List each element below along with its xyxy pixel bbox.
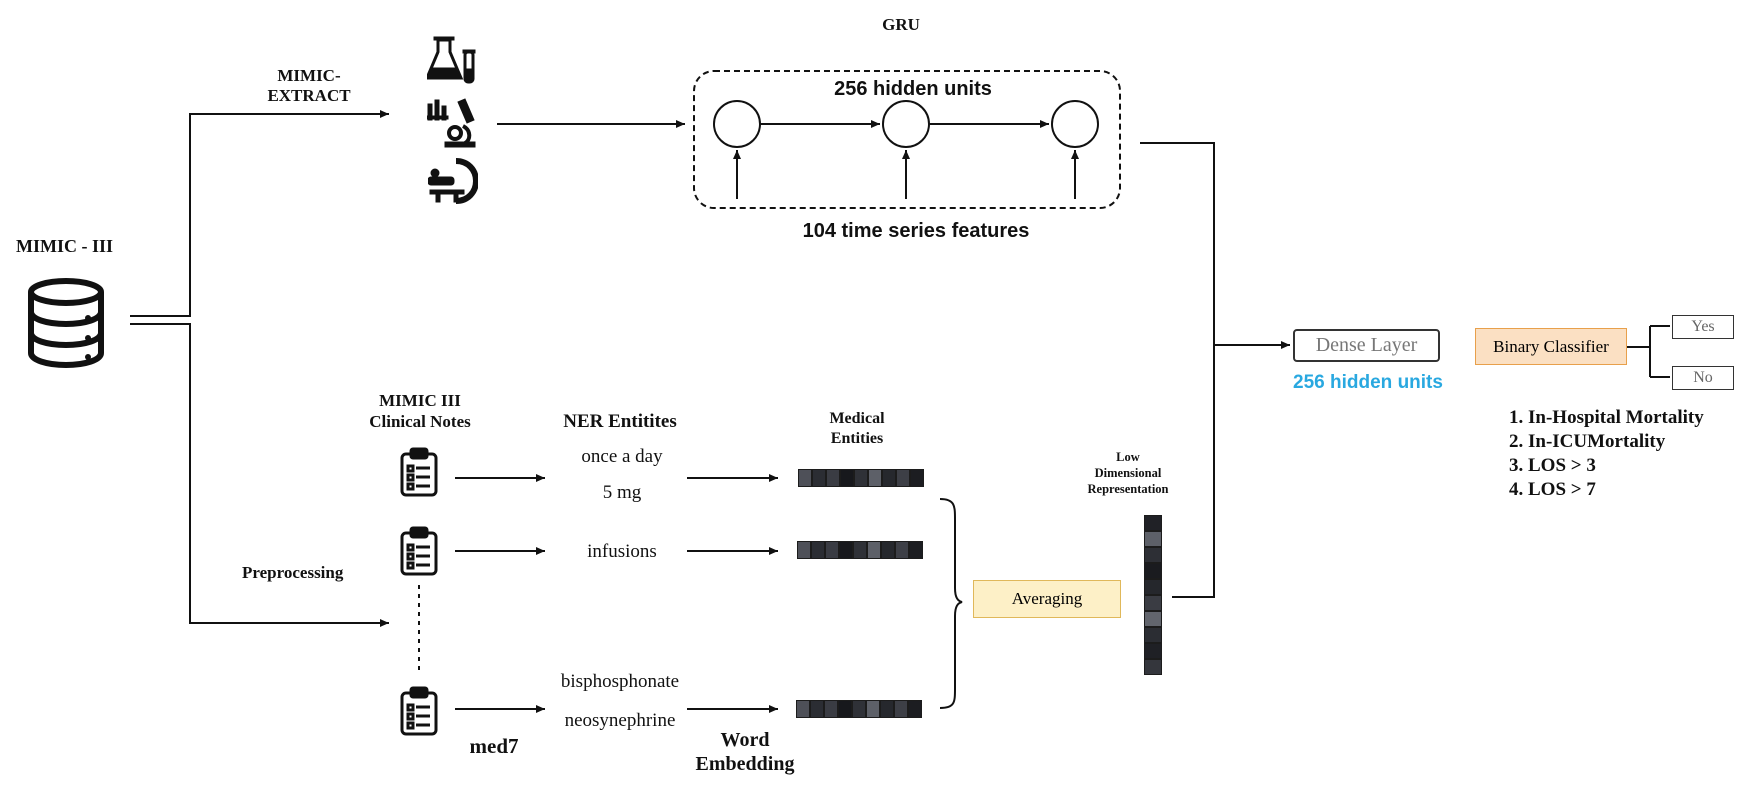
medical-entities-label: Medical Entities: [829, 409, 884, 449]
low-dim-cell: [1144, 563, 1162, 579]
task-item: 2. In-ICUMortality: [1509, 431, 1666, 452]
ner-entity: bisphosphonate: [560, 671, 680, 692]
low-dim-cell: [1144, 627, 1162, 643]
embedding-cell: [867, 541, 881, 559]
low-dim-cell: [1144, 515, 1162, 531]
low-dim-cell: [1144, 531, 1162, 547]
embedding-cell: [868, 469, 882, 487]
word-embedding-text: Word Embedding: [695, 729, 795, 775]
low-dim-vector: [1144, 515, 1162, 675]
embedding-cell: [895, 541, 909, 559]
output-no-box: No: [1672, 366, 1734, 390]
low-dim-cell: [1144, 659, 1162, 675]
embedding-cell: [812, 469, 826, 487]
db-link-lower: [130, 323, 389, 627]
curly-brace: [939, 498, 963, 709]
averaging-label: Averaging: [1011, 589, 1083, 608]
embedding-cell: [909, 541, 923, 559]
embedding-cell: [881, 541, 895, 559]
gru-to-dense: [1140, 142, 1290, 349]
ner-entity: once a day: [581, 446, 663, 467]
source-title: MIMIC - III: [16, 236, 113, 256]
low-dim-label: Low Dimensional Representation: [1087, 449, 1168, 497]
embedding-cell: [880, 700, 894, 718]
dense-hidden-units: 256 hidden units: [1293, 372, 1443, 393]
classifier-split: [1626, 325, 1670, 378]
medical-entities-text: Medical Entities: [829, 410, 885, 447]
preprocessing-label: Preprocessing: [242, 563, 344, 582]
embedding-cell: [908, 700, 922, 718]
lowdim-to-merge: [1172, 345, 1215, 598]
embedding-cell: [810, 700, 824, 718]
dense-layer-label: Dense Layer: [1315, 334, 1418, 356]
ner-entity: infusions: [587, 541, 657, 562]
embedding-cell: [796, 700, 810, 718]
embedding-cell: [811, 541, 825, 559]
med7-label: med7: [469, 734, 519, 758]
embedding-cell: [824, 700, 838, 718]
clipboard-icon: [400, 447, 438, 497]
notes-title: MIMIC III Clinical Notes: [369, 390, 471, 432]
task-item: 3. LOS > 3: [1509, 455, 1596, 476]
gru-hidden-units: 256 hidden units: [834, 78, 992, 100]
embedding-cell: [894, 700, 908, 718]
embedding-cell: [798, 469, 812, 487]
low-dim-cell: [1144, 547, 1162, 563]
ner-entity: 5 mg: [602, 482, 642, 503]
gru-title: GRU: [882, 15, 920, 34]
scanner-icon: [428, 158, 478, 204]
embedding-cell: [854, 469, 868, 487]
low-dim-cell: [1144, 595, 1162, 611]
low-dim-cell: [1144, 611, 1162, 627]
low-dim-text: Low Dimensional Representation: [1087, 450, 1169, 496]
binary-classifier-box: Binary Classifier: [1475, 328, 1627, 365]
notes-title-text: MIMIC III Clinical Notes: [369, 391, 471, 431]
embedding-cell: [825, 541, 839, 559]
extract-label: MIMIC- EXTRACT: [267, 66, 350, 106]
task-item: 1. In-Hospital Mortality: [1509, 407, 1704, 428]
embedding-cell: [838, 700, 852, 718]
clipboard-icon: [400, 686, 438, 736]
embedding-vector: [796, 700, 922, 718]
embedding-cell: [826, 469, 840, 487]
embedding-cell: [896, 469, 910, 487]
gru-box: [693, 70, 1121, 209]
gru-node-3: [1051, 100, 1099, 148]
embedding-cell: [882, 469, 896, 487]
embedding-cell: [840, 469, 854, 487]
embedding-cell: [910, 469, 924, 487]
clipboard-icon: [400, 526, 438, 576]
embedding-vector: [797, 541, 923, 559]
output-no-label: No: [1693, 369, 1713, 386]
gru-features: 104 time series features: [802, 220, 1030, 242]
embedding-cell: [797, 541, 811, 559]
embedding-cell: [839, 541, 853, 559]
ner-entity: neosynephrine: [564, 710, 676, 731]
word-embedding-label: Word Embedding: [696, 728, 795, 776]
low-dim-cell: [1144, 643, 1162, 659]
microscope-icon: [427, 98, 476, 148]
db-link-upper: [130, 110, 389, 317]
embedding-vector: [798, 469, 924, 487]
flask-icon: [427, 36, 476, 84]
embedding-cell: [853, 541, 867, 559]
embedding-cell: [852, 700, 866, 718]
output-yes-box: Yes: [1672, 315, 1734, 339]
low-dim-cell: [1144, 579, 1162, 595]
gru-node-2: [882, 100, 930, 148]
tasks-list: 1. In-Hospital Mortality 2. In-ICUMortal…: [1509, 406, 1704, 502]
embedding-cell: [866, 700, 880, 718]
gru-node-1: [713, 100, 761, 148]
task-item: 4. LOS > 7: [1509, 479, 1596, 500]
ner-title: NER Entitites: [563, 411, 677, 432]
averaging-box: Averaging: [973, 580, 1121, 618]
output-yes-label: Yes: [1691, 318, 1715, 335]
binary-classifier-label: Binary Classifier: [1493, 336, 1609, 356]
extract-label-text: MIMIC- EXTRACT: [267, 66, 351, 105]
dense-layer-box: Dense Layer: [1293, 329, 1440, 362]
database-icon: [28, 278, 104, 369]
